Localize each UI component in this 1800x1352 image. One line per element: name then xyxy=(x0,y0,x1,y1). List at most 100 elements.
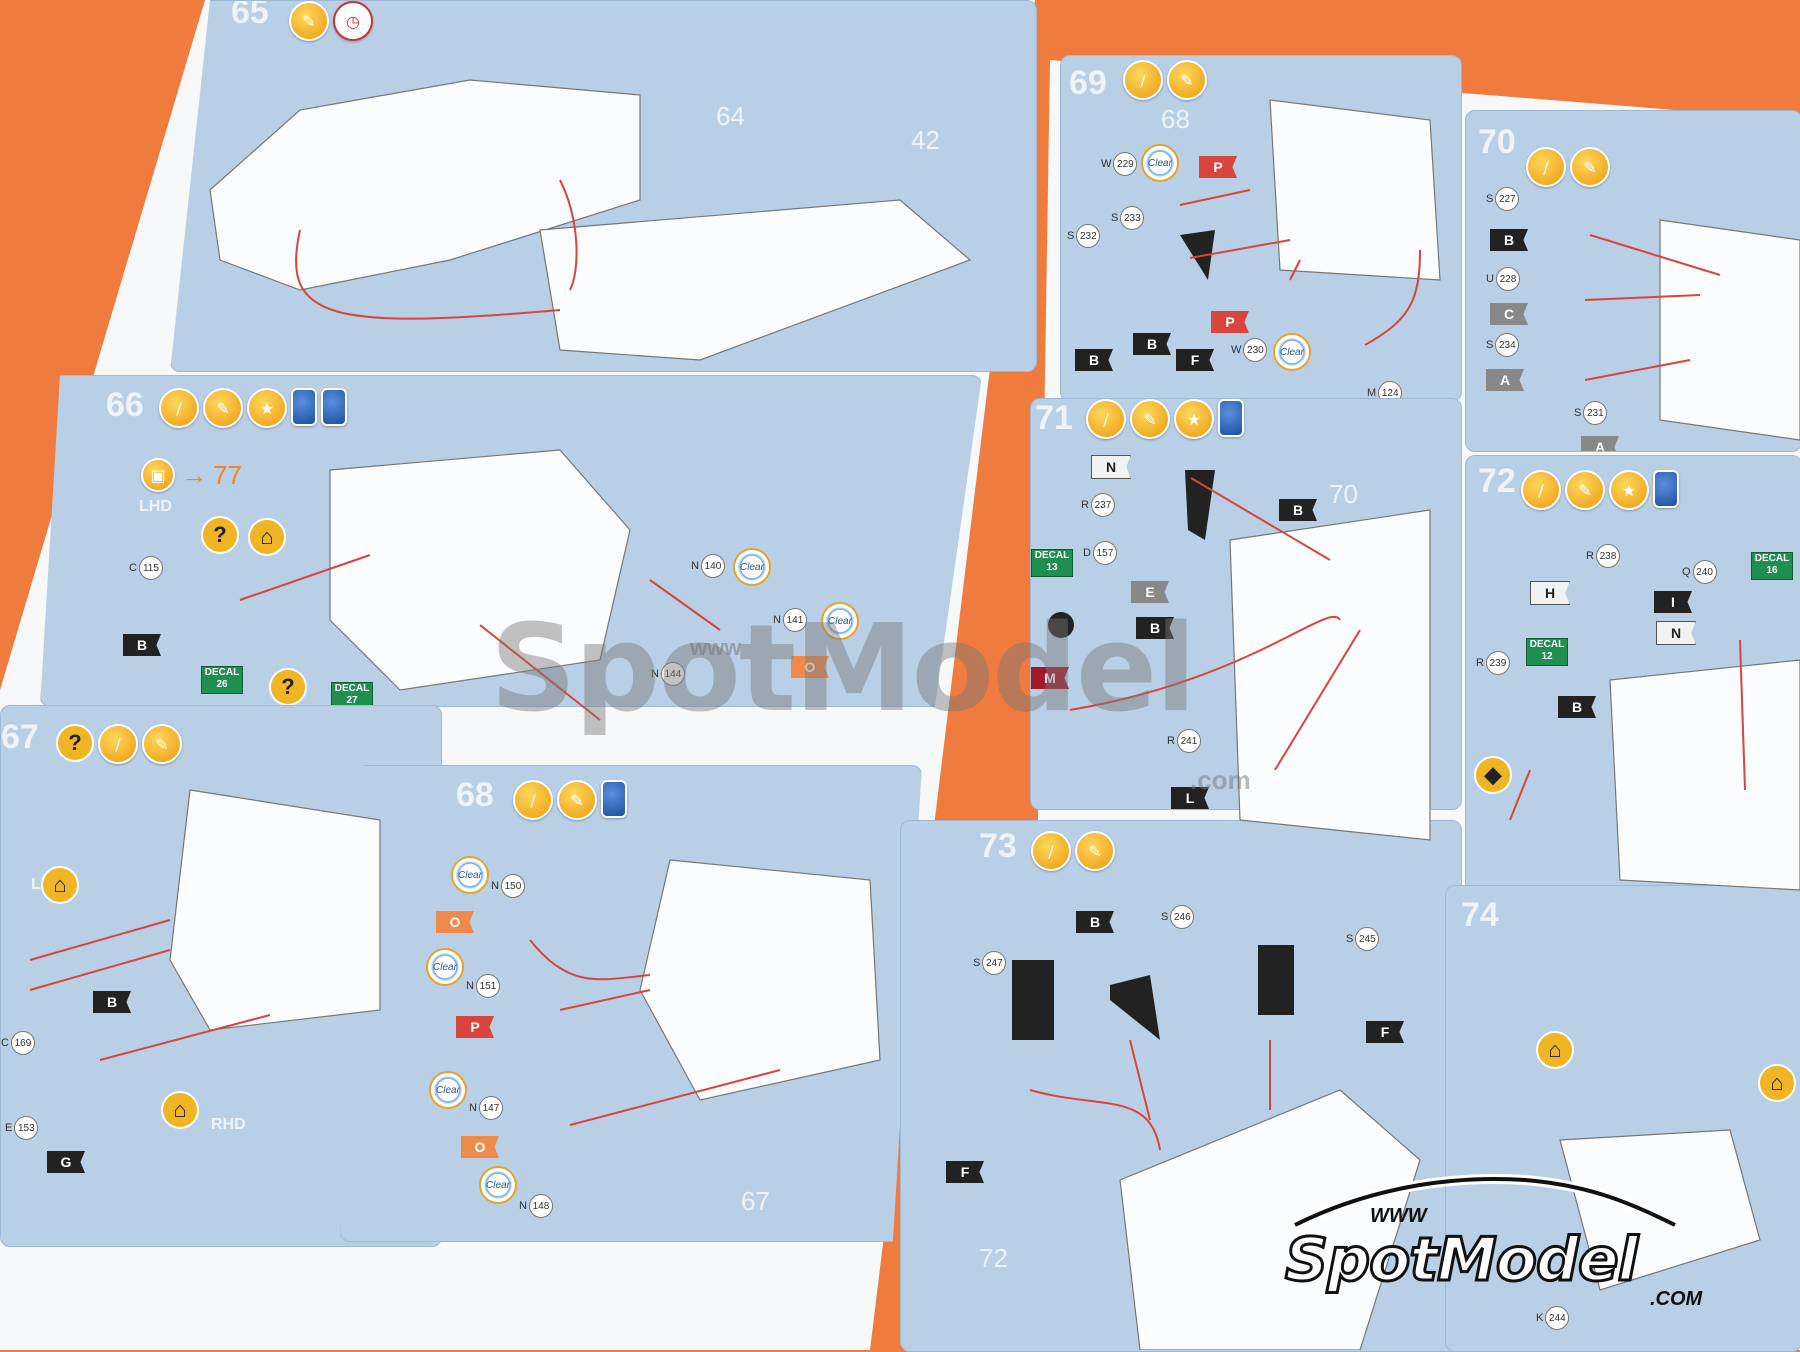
knife-icon: / xyxy=(513,780,553,820)
color-tag-e: E xyxy=(1131,581,1169,603)
brush-icon: ✎ xyxy=(1130,399,1170,439)
step-number: 68 xyxy=(456,776,494,814)
color-tag-l: L xyxy=(1171,787,1209,809)
brush-icon: ✎ xyxy=(142,724,182,764)
ref-72: 72 xyxy=(979,1243,1008,1273)
brush-icon: ✎ xyxy=(1075,831,1115,871)
brush-icon: ✎ xyxy=(1570,147,1610,187)
ref-70: 70 xyxy=(1329,479,1358,509)
pin-icon: ⌂ xyxy=(41,866,79,904)
clear-paint-badge: Clear xyxy=(1141,144,1179,182)
ref-68: 68 xyxy=(1161,104,1190,134)
clear-paint-badge: Clear xyxy=(426,948,464,986)
step-icons: / ✎ xyxy=(1526,147,1610,187)
color-tag-b: B xyxy=(1075,349,1113,371)
step-number: 73 xyxy=(979,827,1017,865)
info-icon: ▣ xyxy=(141,458,175,492)
pin-icon: ⌂ xyxy=(248,518,286,556)
color-tag-f: F xyxy=(1366,1021,1404,1043)
goto-step-ref: ▣ → 77 xyxy=(141,458,242,492)
clear-paint-badge: Clear xyxy=(821,602,859,640)
color-tag-n: N xyxy=(1091,455,1131,479)
pin-icon: ⌂ xyxy=(1536,1031,1574,1069)
knife-icon: / xyxy=(1521,470,1561,510)
color-tag-i: I xyxy=(1654,591,1692,613)
color-tag-h: H xyxy=(1530,581,1570,605)
drill-icon: ◆ xyxy=(1474,756,1512,794)
logo-www: WWW xyxy=(1370,1205,1427,1227)
ref-67: 67 xyxy=(741,1186,770,1216)
goto-step: 77 xyxy=(213,459,242,490)
question-icon: ? xyxy=(56,724,94,762)
color-tag-p: P xyxy=(456,1016,494,1038)
color-tag-b: B xyxy=(1133,333,1171,355)
knife-icon: / xyxy=(1123,60,1163,100)
step-icons: / ✎ xyxy=(1031,831,1115,871)
watermark-www: www xyxy=(690,635,742,660)
ref-42: 42 xyxy=(911,125,940,155)
color-tag-a: A xyxy=(1486,369,1524,391)
question-icon: ? xyxy=(269,668,307,706)
color-tag-p: P xyxy=(1199,156,1237,178)
watermark-brand: SpotModel xyxy=(490,600,1196,739)
step-number: 66 xyxy=(106,386,144,424)
decal-apply-icon: ★ xyxy=(1609,470,1649,510)
decal-soft-bottle-icon xyxy=(1218,399,1244,437)
step-number: 67 xyxy=(1,718,39,756)
spotmodel-logo: WWW SpotModel .COM xyxy=(1283,1170,1745,1310)
color-tag-a: A xyxy=(1581,436,1619,451)
knife-icon: / xyxy=(98,724,138,764)
decal-apply-icon: ★ xyxy=(247,388,287,428)
color-tag-n: N xyxy=(1656,621,1696,645)
watermark-com: .com xyxy=(1190,765,1251,795)
decal-soft-bottle-icon xyxy=(291,388,317,426)
decal-clear-bottle-icon xyxy=(321,388,347,426)
brush-icon: ✎ xyxy=(203,388,243,428)
color-tag-b: B xyxy=(123,634,161,656)
step-number: 69 xyxy=(1069,64,1107,102)
step-icons: / ✎ ★ xyxy=(1521,470,1679,510)
step-number: 74 xyxy=(1461,896,1499,934)
decal-soft-bottle-icon xyxy=(1653,470,1679,508)
pin-icon: ⌂ xyxy=(1758,1064,1796,1102)
clear-paint-badge: Clear xyxy=(429,1071,467,1109)
step-icons: / ✎ xyxy=(513,780,627,820)
paint-bottle-icon xyxy=(601,780,627,818)
step-icons: / ✎ ★ xyxy=(1086,399,1244,439)
logo-com: .COM xyxy=(1650,1288,1703,1310)
color-tag-b: B xyxy=(1076,911,1114,933)
color-tag-c: C xyxy=(1490,303,1528,325)
question-icon: ? xyxy=(201,516,239,554)
color-tag-o: O xyxy=(436,911,474,933)
step-icons: ? / ✎ xyxy=(56,724,182,764)
brush-icon: ✎ xyxy=(557,780,597,820)
step-65-panel: 65 ✎ ◷ 64 42 xyxy=(170,0,1037,372)
logo-brand: SpotModel xyxy=(1283,1224,1639,1297)
brush-icon: ✎ xyxy=(1565,470,1605,510)
clock-icon: ◷ xyxy=(333,1,373,41)
pin-icon: ⌂ xyxy=(161,1091,199,1129)
color-tag-o: O xyxy=(461,1136,499,1158)
